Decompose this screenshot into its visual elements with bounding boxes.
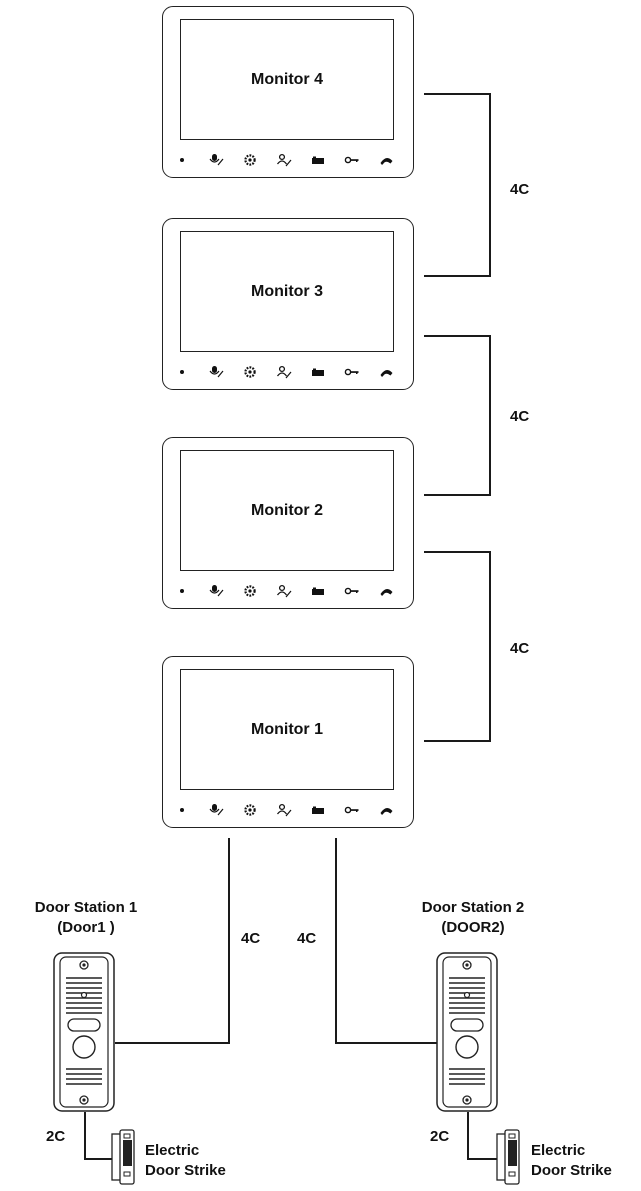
wire-strike1-vertical — [84, 1112, 86, 1160]
user-mute-icon — [275, 584, 293, 598]
unlock-key-icon — [343, 803, 361, 817]
talk-handset-icon — [377, 365, 395, 379]
unlock-key-icon — [343, 584, 361, 598]
wire-strike2-horizontal — [467, 1158, 497, 1160]
monitor-3: Monitor 3 — [162, 218, 414, 390]
monitor-buttons — [173, 583, 395, 599]
dot-indicator-icon — [173, 803, 191, 817]
wire-strike2-vertical — [467, 1112, 469, 1160]
settings-icon — [241, 584, 259, 598]
wire-m2-in — [424, 494, 491, 496]
monitor-screen: Monitor 4 — [180, 19, 394, 140]
door-station-2-title: Door Station 2 (DOOR2) — [393, 898, 553, 938]
dot-indicator-icon — [173, 365, 191, 379]
door-station-2-id: (DOOR2) — [441, 919, 505, 936]
door-station-1-name: Door Station 1 — [34, 899, 138, 916]
electric-door-strike-2 — [495, 1128, 523, 1186]
door-station-2-name: Door Station 2 — [421, 899, 525, 916]
strike-2-label: Electric Door Strike — [531, 1141, 612, 1181]
camera-icon — [309, 584, 327, 598]
wire-m2-out — [424, 551, 491, 553]
cable-label-door2: 4C — [297, 930, 317, 947]
cable-label-door1: 4C — [241, 930, 261, 947]
wire-door1-vertical — [228, 838, 230, 1044]
wire-m1-in — [424, 740, 491, 742]
user-mute-icon — [275, 153, 293, 167]
mute-icon — [207, 803, 225, 817]
strike-2-label-line1: Electric — [531, 1142, 586, 1159]
strike-2-label-line2: Door Strike — [531, 1162, 612, 1179]
monitor-label: Monitor 2 — [251, 501, 323, 519]
monitor-4: Monitor 4 — [162, 6, 414, 178]
cable-label-strike2: 2C — [430, 1128, 450, 1145]
wire-m4-m3-vertical — [489, 93, 491, 277]
strike-1-label-line1: Electric — [145, 1142, 200, 1159]
dot-indicator-icon — [173, 153, 191, 167]
cable-label-m4-m3: 4C — [510, 181, 530, 198]
wire-m3-in — [424, 275, 491, 277]
strike-1-label-line2: Door Strike — [145, 1162, 226, 1179]
monitor-2: Monitor 2 — [162, 437, 414, 609]
dot-indicator-icon — [173, 584, 191, 598]
monitor-screen: Monitor 2 — [180, 450, 394, 571]
settings-icon — [241, 153, 259, 167]
electric-door-strike-1 — [110, 1128, 138, 1186]
wire-m2-m1-vertical — [489, 551, 491, 742]
talk-handset-icon — [377, 803, 395, 817]
monitor-buttons — [173, 364, 395, 380]
monitor-1: Monitor 1 — [162, 656, 414, 828]
mute-icon — [207, 584, 225, 598]
unlock-key-icon — [343, 365, 361, 379]
settings-icon — [241, 803, 259, 817]
wire-m3-out — [424, 335, 491, 337]
cable-label-m2-m1: 4C — [510, 640, 530, 657]
camera-icon — [309, 153, 327, 167]
mute-icon — [207, 153, 225, 167]
cable-label-strike1: 2C — [46, 1128, 66, 1145]
mute-icon — [207, 365, 225, 379]
camera-icon — [309, 803, 327, 817]
door-station-1-title: Door Station 1 (Door1 ) — [6, 898, 166, 938]
monitor-label: Monitor 3 — [251, 282, 323, 300]
user-mute-icon — [275, 365, 293, 379]
monitor-label: Monitor 1 — [251, 720, 323, 738]
settings-icon — [241, 365, 259, 379]
wire-door2-vertical — [335, 838, 337, 1044]
door-station-2 — [436, 952, 498, 1112]
monitor-buttons — [173, 152, 395, 168]
wire-door2-horizontal — [335, 1042, 437, 1044]
monitor-label: Monitor 4 — [251, 70, 323, 88]
talk-handset-icon — [377, 153, 395, 167]
wire-strike1-horizontal — [84, 1158, 112, 1160]
monitor-buttons — [173, 802, 395, 818]
cable-label-m3-m2: 4C — [510, 408, 530, 425]
strike-1-label: Electric Door Strike — [145, 1141, 226, 1181]
wire-m4-out — [424, 93, 491, 95]
door-station-1 — [53, 952, 115, 1112]
monitor-screen: Monitor 1 — [180, 669, 394, 790]
user-mute-icon — [275, 803, 293, 817]
talk-handset-icon — [377, 584, 395, 598]
unlock-key-icon — [343, 153, 361, 167]
wire-door1-horizontal — [115, 1042, 230, 1044]
monitor-screen: Monitor 3 — [180, 231, 394, 352]
wire-m3-m2-vertical — [489, 335, 491, 496]
camera-icon — [309, 365, 327, 379]
door-station-1-id: (Door1 ) — [57, 919, 115, 936]
